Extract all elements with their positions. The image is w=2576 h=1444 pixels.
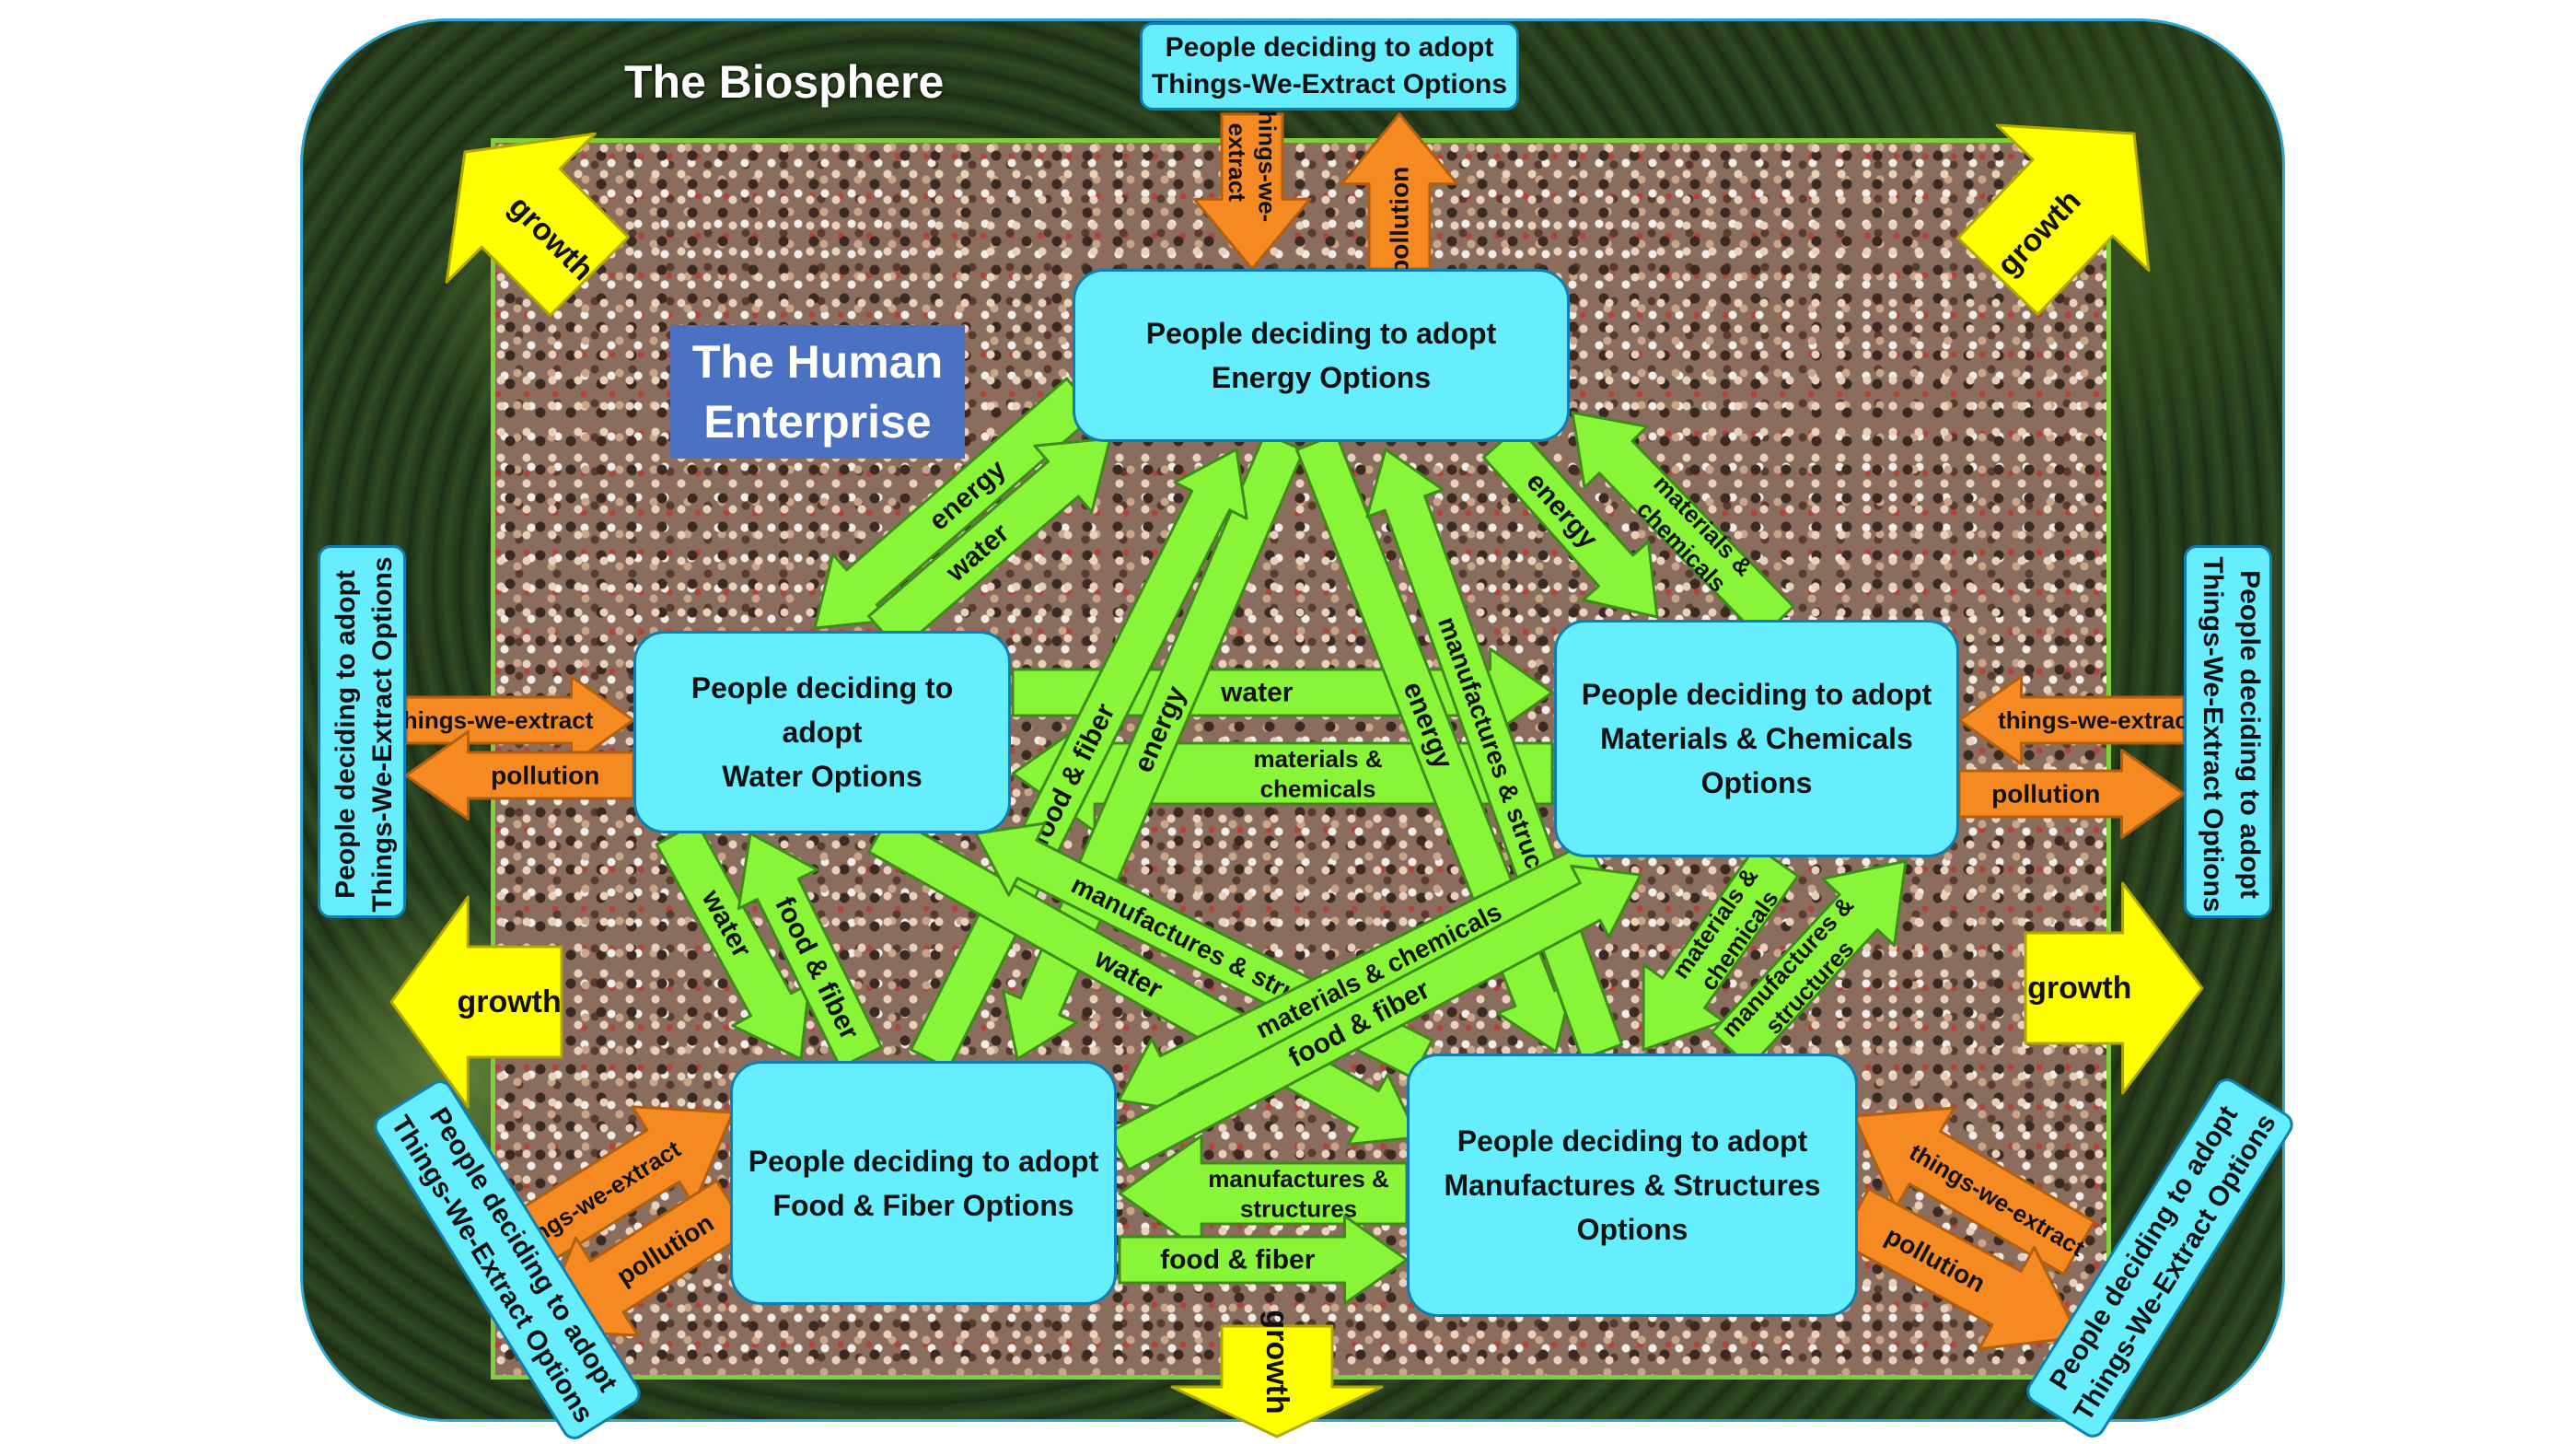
things-we-extract-arrow-right: things-we-extract bbox=[1957, 675, 2197, 765]
food-fiber-options-node[interactable]: People deciding to adopt Food & Fiber Op… bbox=[730, 1061, 1117, 1305]
growth-arrow-left-label: growth bbox=[457, 984, 561, 1019]
manufactures-node-line3: Options bbox=[1576, 1213, 1688, 1246]
growth-arrow-left: growth bbox=[389, 895, 563, 1109]
human-enterprise-title-line1: The Human bbox=[691, 335, 944, 388]
growth-arrow-top-left: growth bbox=[445, 132, 630, 317]
materials-node-line1: People deciding to adopt bbox=[1581, 678, 1932, 711]
manufactures-node-line1: People deciding to adopt bbox=[1456, 1124, 1808, 1158]
food-to-manufactures-arrow-label: food & fiber bbox=[1160, 1245, 1316, 1275]
pollution-arrow-left-label: pollution bbox=[491, 762, 599, 790]
materials-chemicals-options-node[interactable]: People deciding to adopt Materials & Che… bbox=[1554, 620, 1959, 857]
biosphere-title: The Biosphere bbox=[624, 56, 945, 108]
food-to-manufactures-arrow: food & fiber bbox=[1118, 1215, 1409, 1305]
human-enterprise-title: The Human Enterprise bbox=[670, 325, 965, 459]
water-options-node[interactable]: People deciding to adopt Water Options bbox=[633, 631, 1011, 833]
energy-node-line1: People deciding to adopt bbox=[1145, 317, 1497, 350]
pollution-arrow-right: pollution bbox=[1957, 749, 2186, 839]
things-we-extract-arrow-top-label-2: extract bbox=[1224, 123, 1251, 203]
growth-arrow-top-right: growth bbox=[1956, 123, 2151, 316]
materials-node-line2: Materials & Chemicals bbox=[1600, 722, 1913, 755]
extract-tag-right-line1: People deciding to adopt bbox=[2234, 570, 2266, 899]
manufactures-node-line2: Manufactures & Structures bbox=[1444, 1169, 1821, 1202]
extract-tag-top-line1: People deciding to adopt bbox=[1165, 31, 1494, 63]
growth-arrow-bottom-label: growth bbox=[1259, 1310, 1294, 1414]
pollution-arrow-top: pollution bbox=[1340, 112, 1459, 275]
growth-arrow-right-label: growth bbox=[2027, 971, 2131, 1006]
growth-arrow-bottom: growth bbox=[1170, 1310, 1384, 1438]
manufactures-to-food-arrow-label-2: structures bbox=[1240, 1194, 1357, 1222]
materials-node-line3: Options bbox=[1700, 766, 1813, 799]
things-we-extract-arrow-top-label-1: things-we- bbox=[1253, 102, 1281, 222]
pollution-arrow-top-label: pollution bbox=[1386, 167, 1414, 275]
water-to-energy-arrow: water bbox=[867, 437, 1112, 653]
things-we-extract-arrow-left-label: things-we-extract bbox=[395, 706, 594, 734]
extract-tag-top[interactable]: People deciding to adopt Things-We-Extra… bbox=[1140, 22, 1519, 111]
manufactures-to-food-arrow-label-1: manufactures & bbox=[1208, 1165, 1389, 1193]
things-we-extract-arrow-right-label: things-we-extract bbox=[1998, 706, 2197, 734]
extract-tag-top-line2: Things-We-Extract Options bbox=[1151, 69, 1508, 99]
growth-arrow-right: growth bbox=[2024, 881, 2204, 1095]
manufactures-to-food-arrow: manufactures &structures bbox=[1118, 1134, 1409, 1253]
extract-tag-left-line1: People deciding to adopt bbox=[330, 570, 361, 899]
things-we-extract-arrow-top: things-we-extract bbox=[1192, 102, 1312, 271]
pollution-arrow-right-label: pollution bbox=[1991, 780, 2100, 809]
water-node-line3: Water Options bbox=[722, 760, 922, 793]
energy-options-node[interactable]: People deciding to adopt Energy Options bbox=[1073, 269, 1570, 442]
food-node-line1: People deciding to adopt bbox=[748, 1144, 1099, 1178]
energy-node-line2: Energy Options bbox=[1211, 361, 1432, 394]
extract-tag-right[interactable]: People deciding to adopt Things-We-Extra… bbox=[2184, 545, 2272, 918]
pollution-arrow-left: pollution bbox=[404, 730, 635, 821]
extract-tag-left[interactable]: People deciding to adopt Things-We-Extra… bbox=[318, 545, 406, 918]
water-node-line1: People deciding to bbox=[690, 671, 954, 705]
extract-tag-right-line2: Things-We-Extract Options bbox=[2198, 556, 2228, 913]
human-enterprise-title-line2: Enterprise bbox=[703, 395, 932, 448]
food-node-line2: Food & Fiber Options bbox=[772, 1188, 1074, 1222]
extract-tag-left-line2: Things-We-Extract Options bbox=[367, 556, 398, 913]
materials-to-water-arrow-label-1: materials & bbox=[1253, 745, 1382, 773]
materials-to-water-arrow-label-2: chemicals bbox=[1260, 774, 1376, 802]
water-node-line2: adopt bbox=[782, 716, 863, 749]
things-we-extract-arrow-left: things-we-extract bbox=[395, 675, 635, 765]
water-to-materials-arrow-label: water bbox=[1220, 678, 1294, 708]
manufactures-structures-options-node[interactable]: People deciding to adopt Manufactures & … bbox=[1407, 1054, 1858, 1317]
